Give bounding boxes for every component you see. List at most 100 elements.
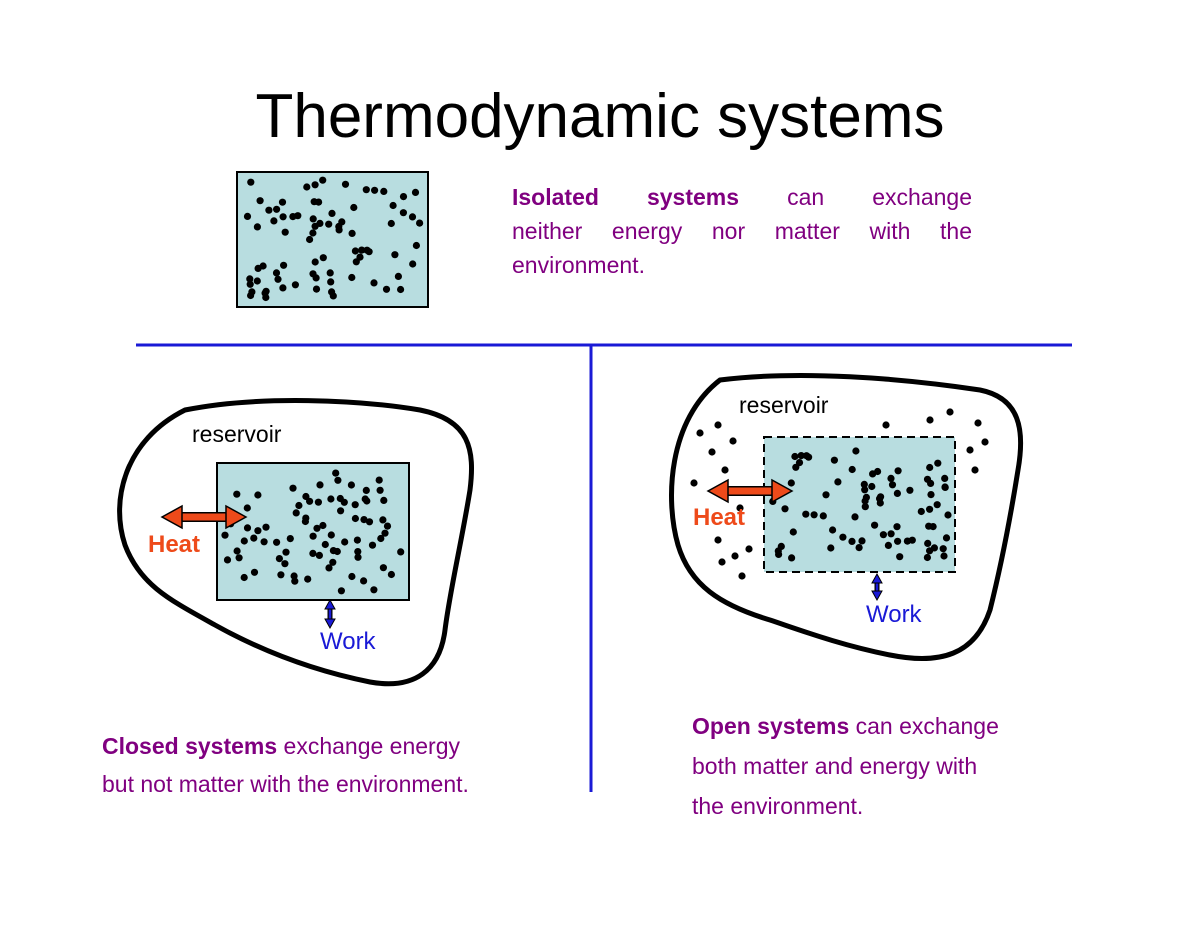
particle <box>412 241 420 250</box>
particle <box>221 531 229 539</box>
particle <box>387 219 395 228</box>
particle <box>309 229 317 237</box>
particle <box>240 537 248 545</box>
particle <box>917 507 925 516</box>
particle <box>270 217 278 225</box>
particle <box>348 273 356 282</box>
particle <box>858 537 866 545</box>
particle <box>250 534 258 542</box>
open-heat-arrow <box>706 478 794 504</box>
particle <box>944 511 952 519</box>
particle <box>376 486 384 494</box>
particle <box>240 573 248 582</box>
particle <box>848 537 856 546</box>
particle <box>381 529 389 537</box>
particle <box>351 514 359 523</box>
open-description: Open systems can exchange both matter an… <box>692 706 1092 826</box>
particle <box>894 467 902 475</box>
particle <box>389 201 397 210</box>
particle <box>387 570 395 579</box>
open-line-1-rest: can exchange <box>849 713 999 739</box>
particle <box>971 466 979 474</box>
particle <box>861 503 869 511</box>
particle <box>370 586 378 594</box>
particle <box>334 476 342 484</box>
particle <box>315 198 323 206</box>
particle <box>289 213 297 221</box>
particle <box>246 275 254 283</box>
particle <box>286 535 294 543</box>
particle <box>325 220 333 228</box>
particle <box>736 504 744 512</box>
particle <box>279 284 287 292</box>
open-particles <box>690 408 989 580</box>
particle <box>235 554 243 562</box>
particle <box>262 523 270 531</box>
particle <box>941 474 949 482</box>
particle <box>887 474 895 482</box>
particle <box>309 215 317 223</box>
particle <box>319 176 327 184</box>
particle <box>275 555 283 563</box>
particle <box>256 197 264 205</box>
particle <box>243 524 252 532</box>
particle <box>365 518 374 526</box>
open-work-arrow <box>871 572 883 602</box>
particle <box>714 421 722 429</box>
particle <box>325 564 333 572</box>
particle <box>302 514 310 522</box>
particle <box>327 495 335 503</box>
open-term: Open systems <box>692 713 850 739</box>
particle <box>312 274 320 282</box>
particle <box>810 511 818 519</box>
particle <box>893 523 901 531</box>
open-line-2: both matter and energy with <box>692 753 978 779</box>
particle <box>304 575 312 583</box>
particle <box>246 280 254 288</box>
particle <box>861 497 869 505</box>
particle <box>721 466 729 474</box>
particle <box>311 258 319 266</box>
particle <box>827 544 835 552</box>
open-reservoir-label: reservoir <box>739 392 829 418</box>
particle <box>347 481 355 489</box>
particle <box>934 459 942 467</box>
particle <box>353 536 361 544</box>
closed-line-1: Closed systems exchange energy <box>102 727 582 765</box>
particle <box>789 528 797 536</box>
particle <box>253 223 261 231</box>
particle <box>397 548 405 556</box>
particle <box>888 481 897 489</box>
particle <box>327 278 335 286</box>
particle <box>939 545 947 553</box>
particle <box>896 553 904 561</box>
particle <box>731 552 739 560</box>
particle <box>718 558 726 566</box>
particle <box>924 539 932 548</box>
particle <box>868 482 876 491</box>
particle <box>243 504 251 512</box>
closed-term: Closed systems <box>102 733 278 759</box>
particle <box>966 446 974 454</box>
particle <box>839 533 847 541</box>
particle <box>341 538 349 546</box>
particle <box>360 516 368 524</box>
page-title: Thermodynamic systems <box>255 82 945 151</box>
particle <box>350 203 358 212</box>
particle <box>383 522 392 530</box>
particle <box>930 544 939 552</box>
particle <box>927 479 935 487</box>
particle <box>397 285 405 294</box>
particle <box>871 521 879 529</box>
particle <box>290 572 298 580</box>
particle <box>714 536 722 544</box>
particle <box>775 550 783 559</box>
isolated-description: Isolated systems can exchange neither en… <box>512 180 972 282</box>
particle <box>314 498 322 506</box>
particle <box>855 544 863 552</box>
particle <box>926 416 934 424</box>
particle <box>399 193 408 201</box>
particle <box>933 501 941 509</box>
particle <box>274 275 282 283</box>
